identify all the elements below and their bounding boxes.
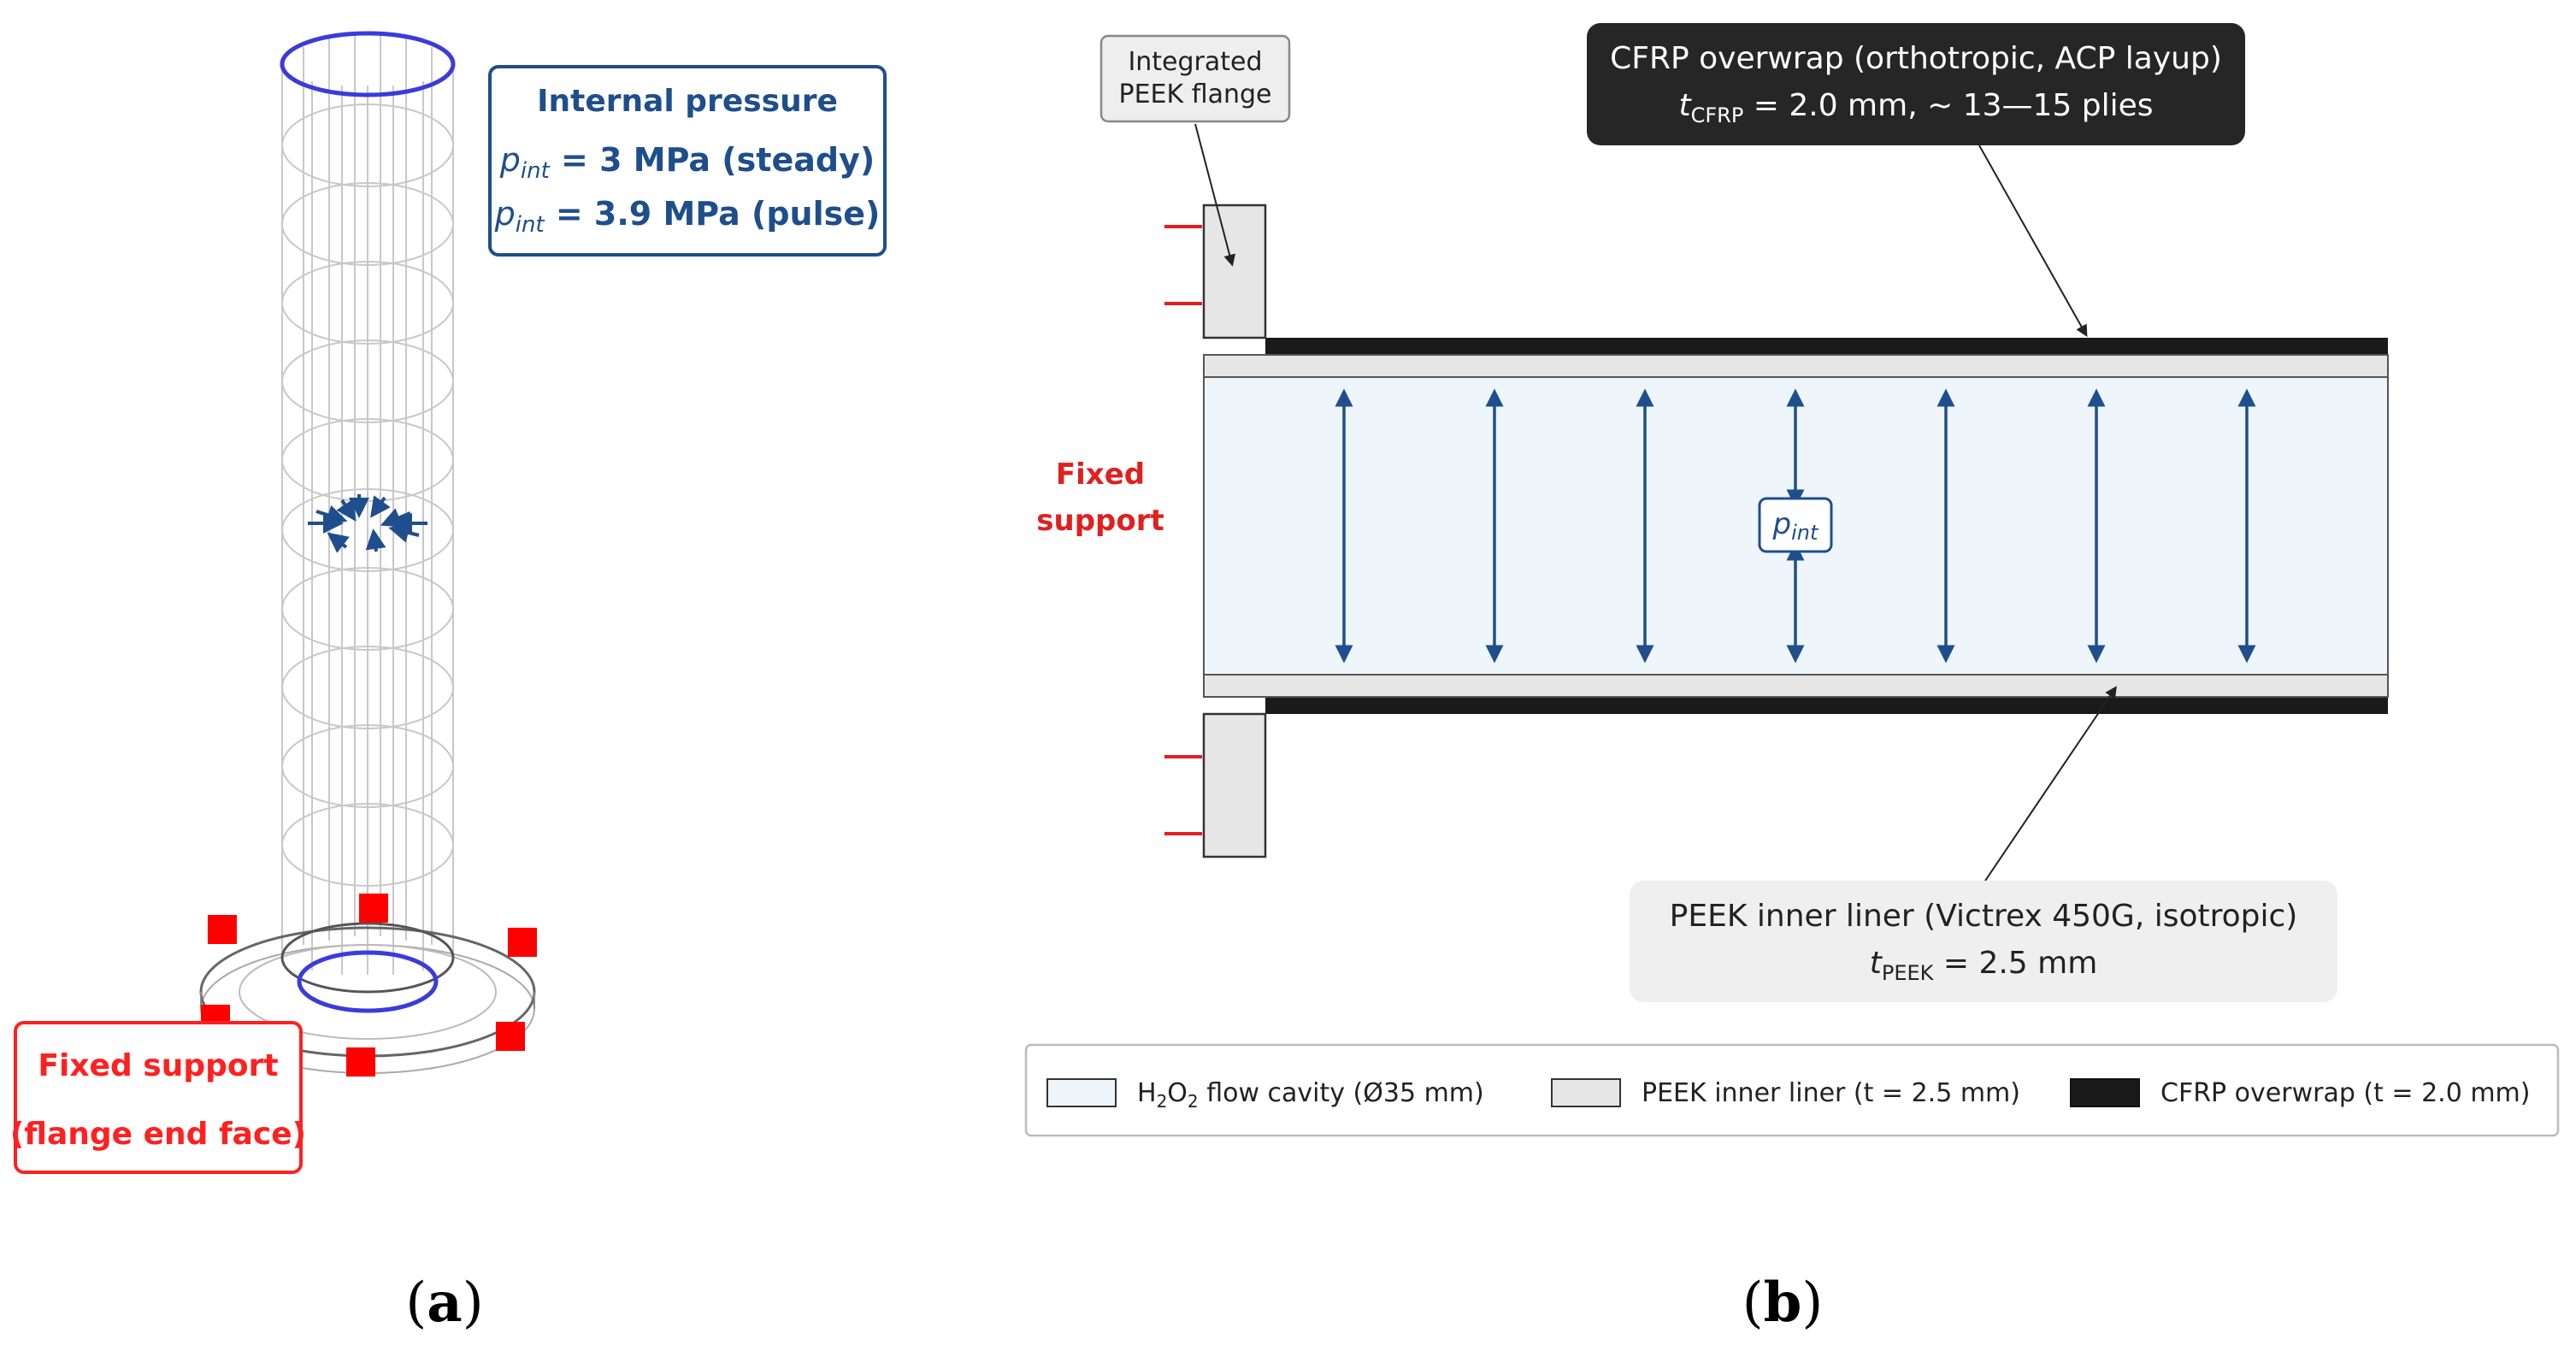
cfrp-top-layer bbox=[1265, 338, 2388, 355]
peek-flange-top bbox=[1202, 204, 1267, 339]
fixed-support-line1: Fixed support bbox=[38, 1048, 278, 1083]
pressure-tag: pint bbox=[1758, 497, 1833, 553]
flange-label-line2: PEEK flange bbox=[1118, 80, 1271, 109]
panel-b: pint Fixed support Integrated PEEK flang… bbox=[1024, 23, 2560, 1335]
pressure-title: Internal pressure bbox=[537, 84, 838, 119]
legend-label-cfrp: CFRP overwrap (t = 2.0 mm) bbox=[2160, 1078, 2530, 1108]
peek-liner-bottom bbox=[1203, 674, 2389, 698]
fixed-support-label-line2: support bbox=[1036, 504, 1164, 538]
legend-swatch-cavity bbox=[1046, 1078, 1117, 1107]
cfrp-bottom-layer bbox=[1265, 697, 2388, 714]
fixed-support-line2: (flange end face) bbox=[10, 1117, 306, 1152]
peek-flange-bottom bbox=[1202, 712, 1267, 858]
pressure-pulse: pint = 3.9 MPa (pulse) bbox=[494, 195, 881, 238]
pressure-arrows-icon bbox=[308, 494, 427, 553]
cfrp-callout: CFRP overwrap (orthotropic, ACP layup) t… bbox=[1587, 23, 2245, 338]
legend: H2O2 flow cavity (Ø35 mm) PEEK inner lin… bbox=[1024, 1043, 2560, 1137]
legend-swatch-cfrp bbox=[2070, 1078, 2140, 1107]
pressure-steady: pint = 3 MPa (steady) bbox=[499, 141, 875, 184]
caption-a: (a) bbox=[405, 1271, 483, 1335]
fixed-support-ticks bbox=[1164, 225, 1202, 835]
pressure-tag-label: pint bbox=[1772, 507, 1819, 545]
internal-pressure-callout: Internal pressure pint = 3 MPa (steady) … bbox=[488, 65, 887, 257]
fixed-support-label-line1: Fixed bbox=[1056, 457, 1145, 492]
cylinder-mesh bbox=[281, 34, 454, 975]
fixed-support-callout: Fixed support (flange end face) bbox=[10, 1021, 306, 1174]
legend-swatch-liner bbox=[1551, 1078, 1621, 1107]
legend-label-liner: PEEK inner liner (t = 2.5 mm) bbox=[1642, 1078, 2020, 1108]
cfrp-label-line2: tCFRP = 2.0 mm, ~ 13—15 plies bbox=[1678, 88, 2153, 127]
legend-label-cavity: H2O2 flow cavity (Ø35 mm) bbox=[1137, 1078, 1484, 1112]
flange-callout: Integrated PEEK flange bbox=[1099, 34, 1291, 267]
peek-liner-callout: PEEK inner liner (Victrex 450G, isotropi… bbox=[1630, 686, 2337, 1002]
panel-a: Internal pressure pint = 3 MPa (steady) … bbox=[10, 31, 887, 1335]
cfrp-label-line1: CFRP overwrap (orthotropic, ACP layup) bbox=[1610, 41, 2222, 76]
cylinder-top-rim bbox=[280, 31, 456, 97]
flange-label-line1: Integrated bbox=[1128, 47, 1262, 77]
peek-label-line2: tPEEK = 2.5 mm bbox=[1870, 946, 2098, 985]
caption-b: (b) bbox=[1742, 1271, 1824, 1335]
peek-liner-top bbox=[1203, 354, 2389, 378]
pressure-double-arrows bbox=[1335, 388, 2256, 664]
peek-label-line1: PEEK inner liner (Victrex 450G, isotropi… bbox=[1670, 899, 2298, 934]
